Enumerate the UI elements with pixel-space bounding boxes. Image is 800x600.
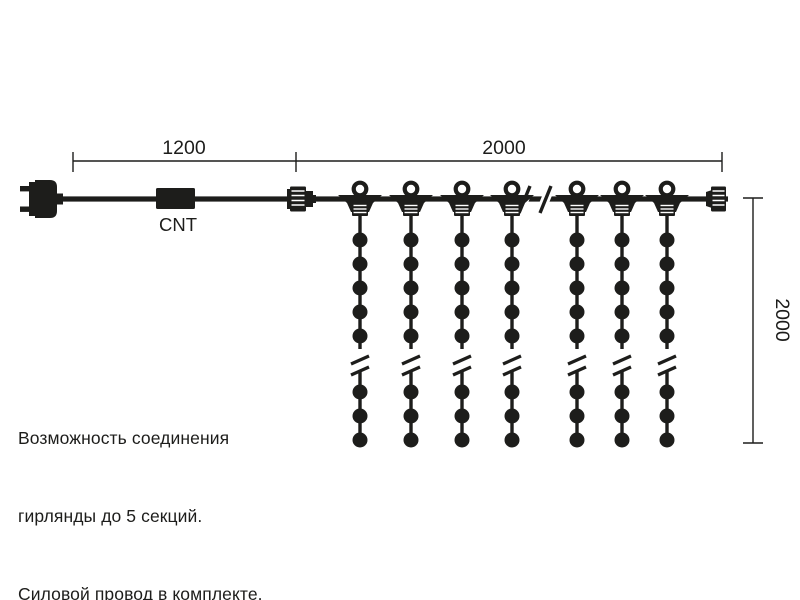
dimension-label-1200: 1200 [162, 137, 206, 159]
product-layer: CNT [20, 180, 728, 448]
icicle-drop [389, 180, 433, 448]
main-cable [52, 196, 728, 202]
icicle-drop [600, 180, 644, 448]
icicle-drop [338, 180, 382, 448]
dimension-label-2000-width: 2000 [482, 137, 526, 159]
icicle-drop [555, 180, 599, 448]
power-plug [20, 180, 63, 218]
note-line-2: гирлянды до 5 секций. [18, 506, 203, 526]
note-line-3: Силовой провод в комплекте. [18, 584, 263, 600]
note-line-1: Возможность соединения [18, 428, 230, 448]
notes-block: Возможность соединения гирлянды до 5 сек… [18, 373, 348, 600]
controller-label: CNT [159, 214, 197, 235]
dimension-label-2000-height: 2000 [771, 298, 793, 342]
dimension-layer [72, 152, 763, 444]
inline-connector [287, 186, 316, 212]
dimension-labels: 1200 2000 2000 [162, 137, 793, 342]
controller-box [156, 188, 195, 209]
icicle-drop [440, 180, 484, 448]
icicle-drop [645, 180, 689, 448]
icicle-drop-group [338, 180, 689, 448]
icicle-drop [490, 180, 534, 448]
end-socket [706, 186, 726, 212]
